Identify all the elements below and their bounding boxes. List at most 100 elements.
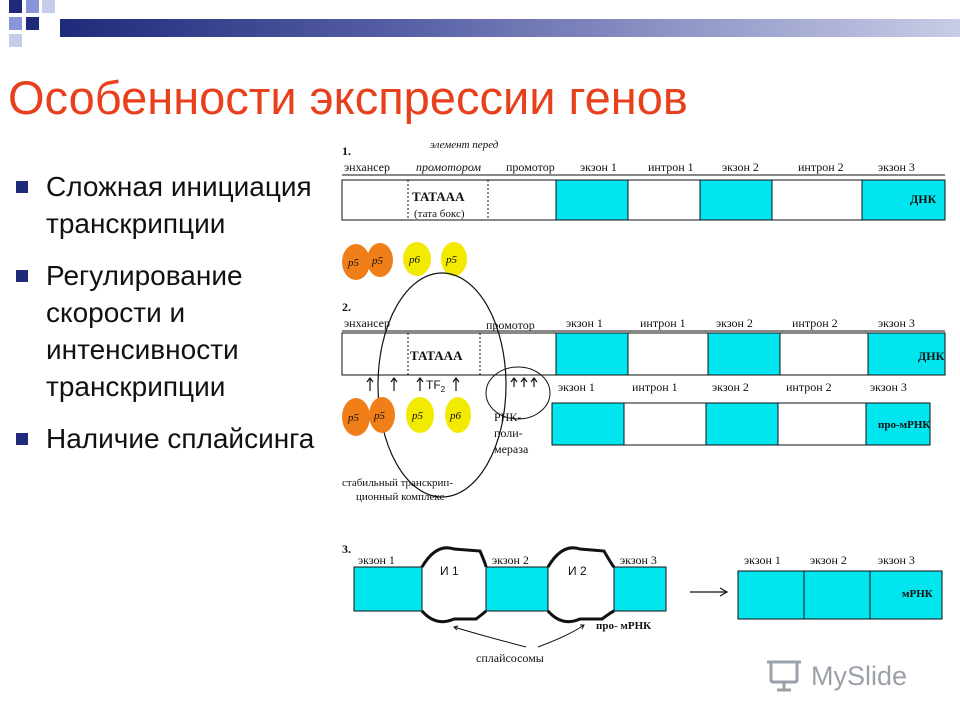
tata-sequence: ТАТААА bbox=[410, 348, 463, 363]
factor-label: р6 bbox=[449, 410, 462, 422]
factor-label: р5 bbox=[371, 255, 384, 267]
factor-blob bbox=[403, 242, 431, 276]
complex-label: стабильный транскрип- bbox=[342, 477, 453, 489]
label-before-promoter: промотором bbox=[416, 160, 481, 174]
bullet-text: Сложная инициация транскрипции bbox=[46, 171, 312, 239]
spliceosomes-label: сплайсосомы bbox=[476, 651, 544, 665]
factor-label: р5 bbox=[411, 410, 424, 422]
intron-loop bbox=[546, 609, 615, 624]
label-exon-3: экзон 3 bbox=[878, 160, 915, 174]
factor-blob bbox=[406, 397, 434, 433]
label-exon-2: экзон 2 bbox=[810, 553, 847, 567]
factor-label: р5 bbox=[347, 412, 360, 424]
exon-block bbox=[555, 332, 629, 376]
label-intron-2: интрон 2 bbox=[792, 316, 838, 330]
factor-blob bbox=[342, 398, 370, 436]
polymerase-label: поли- bbox=[494, 426, 523, 440]
label-intron-1: интрон 1 bbox=[640, 316, 686, 330]
spliceosome-pointer bbox=[537, 624, 585, 648]
panel-number: 1. bbox=[342, 144, 351, 158]
label-exon-1: экзон 1 bbox=[744, 553, 781, 567]
label-intron-1: интрон 1 bbox=[648, 160, 694, 174]
label-promoter: промотор bbox=[506, 160, 555, 174]
bullet-square-icon bbox=[16, 270, 28, 282]
polymerase-label: РНК- bbox=[494, 410, 521, 424]
complex-loop bbox=[377, 272, 507, 498]
exon-block bbox=[869, 570, 943, 620]
spliceosome-pointer bbox=[453, 626, 527, 648]
exon-block bbox=[705, 402, 779, 446]
label-exon-3: экзон 3 bbox=[620, 553, 657, 567]
watermark: MySlide bbox=[765, 656, 907, 696]
exon-block bbox=[707, 332, 781, 376]
exon-block bbox=[613, 566, 667, 612]
slideshow-icon bbox=[767, 660, 801, 692]
label-exon-3: экзон 3 bbox=[878, 316, 915, 330]
exon-block bbox=[865, 402, 931, 446]
label-exon-2: экзон 2 bbox=[712, 380, 749, 394]
label-promoter: промотор bbox=[486, 318, 535, 332]
binding-arrows bbox=[366, 377, 538, 391]
bullet-text: Регулирование скорости и интенсивности т… bbox=[46, 260, 243, 402]
intron-loop bbox=[546, 546, 616, 569]
factor-label: р6 bbox=[408, 254, 421, 266]
header-bar bbox=[60, 19, 960, 37]
label-exon-2: экзон 2 bbox=[722, 160, 759, 174]
panel-number: 2. bbox=[342, 300, 351, 314]
exon-block bbox=[353, 566, 423, 612]
intron-label: И 2 bbox=[568, 564, 587, 578]
dna-label: ДНК bbox=[910, 192, 937, 206]
intron-loop bbox=[420, 609, 488, 624]
panel-1: 1. элемент перед энхансер промотором про… bbox=[341, 139, 946, 280]
gene-expression-diagram: 1. элемент перед энхансер промотором про… bbox=[341, 139, 946, 665]
label-exon-1: экзон 1 bbox=[558, 380, 595, 394]
label-exon-1: экзон 1 bbox=[580, 160, 617, 174]
label-intron-1: интрон 1 bbox=[632, 380, 678, 394]
bullet-square-icon bbox=[16, 433, 28, 445]
bullet-item: Сложная инициация транскрипции bbox=[16, 168, 326, 242]
exon-block bbox=[485, 566, 549, 612]
factor-blob bbox=[445, 397, 471, 433]
factor-blob bbox=[342, 244, 370, 280]
label-exon-1: экзон 1 bbox=[358, 553, 395, 567]
factor-label: р5 bbox=[445, 254, 458, 266]
label-exon-2: экзон 2 bbox=[716, 316, 753, 330]
label-intron-2: интрон 2 bbox=[798, 160, 844, 174]
watermark-text: MySlide bbox=[811, 660, 908, 691]
exon-block bbox=[699, 179, 773, 221]
bullet-item: Регулирование скорости и интенсивности т… bbox=[16, 257, 326, 405]
slide-title: Особенности экспрессии генов bbox=[8, 71, 688, 124]
exon-block bbox=[737, 570, 805, 620]
factor-blob bbox=[369, 397, 395, 433]
label-exon-3: экзон 3 bbox=[878, 553, 915, 567]
exon-block bbox=[861, 179, 946, 221]
pre-mrna-label: про-мРНК bbox=[878, 419, 930, 431]
tf2-label: TF2 bbox=[426, 378, 446, 394]
panel-number: 3. bbox=[342, 542, 351, 556]
bullet-square-icon bbox=[16, 181, 28, 193]
element-note: элемент перед bbox=[430, 139, 499, 151]
label-exon-1: экзон 1 bbox=[566, 316, 603, 330]
label-exon-2: экзон 2 bbox=[492, 553, 529, 567]
factor-blob bbox=[367, 243, 393, 277]
mrna-label: мРНК bbox=[902, 588, 933, 600]
complex-label: ционный комплекс bbox=[356, 491, 444, 503]
intron-label: И 1 bbox=[440, 564, 459, 578]
bullet-list: Сложная инициация транскрипции Регулиров… bbox=[16, 168, 326, 472]
panel-2: 2. энхансер промотор экзон 1 интрон 1 эк… bbox=[341, 272, 946, 503]
corner-decoration bbox=[0, 0, 60, 50]
label-exon-3: экзон 3 bbox=[870, 380, 907, 394]
factor-label: р5 bbox=[347, 257, 360, 269]
exon-block bbox=[555, 179, 629, 221]
factor-label: р5 bbox=[373, 410, 386, 422]
intron-loop bbox=[420, 546, 488, 568]
label-enhancer: энхансер bbox=[344, 316, 390, 330]
polymerase-outline bbox=[485, 366, 551, 420]
polymerase-label: мераза bbox=[494, 442, 529, 456]
exon-block bbox=[803, 570, 871, 620]
label-enhancer: энхансер bbox=[344, 160, 390, 174]
panel-3: 3. экзон 1 экзон 2 экзон 3 И 1 И 2 про- … bbox=[342, 542, 943, 665]
pre-mrna-label: про- мРНК bbox=[596, 620, 651, 632]
dna-label: ДНК bbox=[918, 349, 945, 363]
bullet-text: Наличие сплайсинга bbox=[46, 423, 315, 454]
